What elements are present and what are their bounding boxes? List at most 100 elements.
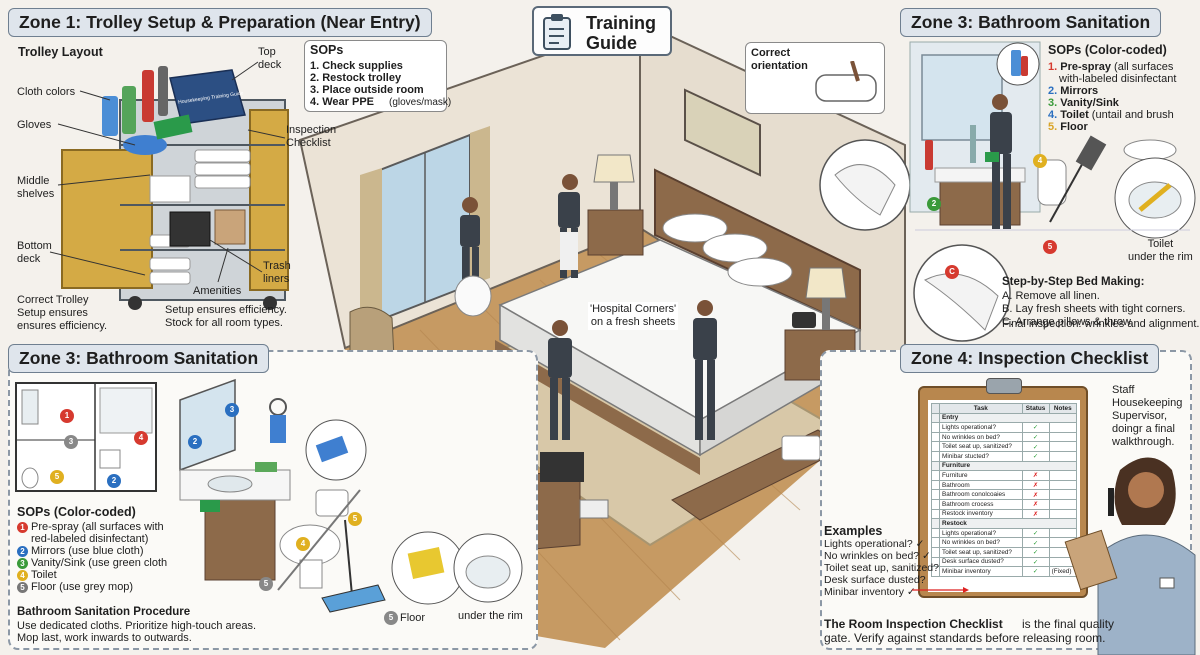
example-2: No wrinkles on bed? ✓ [824, 550, 931, 562]
orientation-label: Correct orientation [751, 47, 808, 72]
zone3-top-sops-title: SOPs (Color-coded) [1048, 43, 1167, 57]
zone3-top-sop-3: 3. Vanity/Sink [1048, 97, 1119, 110]
header-title-line2: Guide [586, 33, 638, 53]
marker-2: 2 [927, 197, 941, 211]
sop-number: 3. [1048, 97, 1061, 109]
hospital-corners-label: 'Hospital Corners' on a fresh sheets [588, 302, 679, 330]
label-bottom-deck: Bottom deck [17, 240, 52, 265]
plan-marker-5: 5 [50, 470, 64, 484]
sop-number-badge: 4 [17, 570, 28, 581]
plan-marker-4: 4 [134, 431, 148, 445]
sop-text: Vanity/Sink (use green cloth [31, 557, 168, 569]
fixture-marker-3: 3 [225, 403, 239, 417]
staff-description: Staff Housekeeping Supervisor, doingr a … [1112, 384, 1183, 448]
example-4: Desk surface dusted? [824, 574, 926, 586]
floor-label: Floor [400, 612, 426, 624]
plan-marker-1: 1 [60, 409, 74, 423]
zone3-bottom-sops-title: SOPs (Color-coded) [17, 505, 136, 519]
zone1-sop-3: 3. Place outside room [310, 84, 424, 96]
bed-step-b: B. Lay fresh sheets with tight corners. [1002, 303, 1186, 315]
sop-number-badge: 1 [17, 522, 28, 533]
sop-detail: (all surfaces [1111, 61, 1174, 73]
sop-number: 2. [1048, 85, 1061, 97]
floor-marker: 5 [384, 611, 398, 625]
sop-text: Floor (use grey mop) [31, 581, 134, 593]
sop-detail-extra: with-labeled disinfectant [1059, 73, 1177, 85]
fixture-marker-5a: 5 [348, 512, 362, 526]
plan-marker-2: 2 [107, 474, 121, 488]
pillow-icon [815, 61, 877, 102]
zone4-footer-bold: The Room Inspection Checklist [824, 617, 1003, 631]
training-guide-badge: Training Guide [532, 6, 672, 56]
under-the-rim-label: under the rim [458, 610, 523, 622]
example-3: Toilet seat up, sanitized? [824, 562, 939, 574]
marker-5: 5 [1043, 240, 1057, 254]
sop-number-badge: 5 [17, 582, 28, 593]
marker-4: 4 [1033, 154, 1047, 168]
correct-orientation-callout: Correct orientation [745, 42, 885, 114]
zone3-top-sop-4: 4. Toilet (untail and brush [1048, 109, 1174, 122]
example-1: Lights operational? ✓ [824, 538, 925, 550]
bed-step-final: Final inspection: wrinkles and alignment… [1002, 318, 1200, 330]
sop-detail: (untail and brush [1088, 109, 1174, 121]
bed-step-a: A. Remove all linen. [1002, 290, 1100, 302]
label-gloves: Gloves [17, 119, 52, 131]
zone3-top-title: Zone 3: Bathroom Sanitation [900, 8, 1162, 37]
procedure-line-1: Use dedicated cloths. Prioritize high-to… [17, 620, 257, 632]
sop-number-badge: 3 [17, 558, 28, 569]
label-trash-liners: Trash liners [263, 260, 291, 285]
procedure-line-2: Mop last, work inwards to outwards. [17, 632, 192, 644]
sop-text: Pre-spray (all surfaces with [31, 521, 164, 533]
zone1-note-right: Setup ensures efficiency. Stock for all … [165, 304, 287, 329]
sop-number: 5. [1048, 121, 1061, 133]
clipboard-icon [543, 14, 571, 50]
bed-step-c: C. Arrange pillows & throw. [1002, 316, 1134, 328]
zone4-footer-rest: is the final quality [1022, 617, 1115, 631]
sop-text: Mirrors (use blue cloth) [31, 545, 144, 557]
zone1-sops-title: SOPs [310, 43, 344, 57]
plan-marker-3: 3 [64, 435, 78, 449]
marker-c: C [945, 265, 959, 279]
zone1-title: Zone 1: Trolley Setup & Preparation (Nea… [8, 8, 432, 37]
label-amenities: Amenities [193, 285, 242, 297]
sop-text: Toilet [31, 569, 57, 581]
trolley-layout-heading: Trolley Layout [18, 45, 103, 59]
sop-number: 4. [1048, 109, 1061, 121]
zone3-bottom-title: Zone 3: Bathroom Sanitation [8, 344, 270, 373]
zone1-sop-4-suffix: (gloves/mask) [389, 97, 452, 108]
bed-making-title: Step-by-Step Bed Making: [1002, 276, 1145, 288]
zone4-title: Zone 4: Inspection Checklist [900, 344, 1160, 373]
row-spacer [931, 566, 940, 577]
label-top-deck: Top deck [258, 46, 282, 71]
zone1-sop-4: 4. Wear PPE [310, 96, 374, 108]
toilet-under-rim-label: Toilet under the rim [1128, 238, 1193, 263]
zone1-sops-box: SOPs 1. Check supplies 2. Restock trolle… [304, 40, 451, 112]
label-middle-shelves: Middle shelves [17, 175, 55, 200]
procedure-title: Bathroom Sanitation Procedure [17, 606, 191, 618]
sop-label: Toilet [1060, 109, 1089, 121]
checklist-row: Minibar inventory✓(Fixed) [931, 566, 1078, 577]
clipboard-clip [986, 378, 1022, 394]
sop-number: 1. [1048, 61, 1061, 73]
examples-title: Examples [824, 524, 883, 538]
fixture-marker-4: 4 [296, 537, 310, 551]
zone3-top-sop-2: 2. Mirrors [1048, 85, 1098, 98]
zone1-note-left: Correct Trolley Setup ensures ensures ef… [17, 294, 108, 332]
label-inspection-checklist: Inspection Checklist [286, 124, 337, 149]
fixture-marker-5b: 5 [259, 577, 273, 591]
example-5: Minibar inventory ✓ [824, 586, 916, 598]
